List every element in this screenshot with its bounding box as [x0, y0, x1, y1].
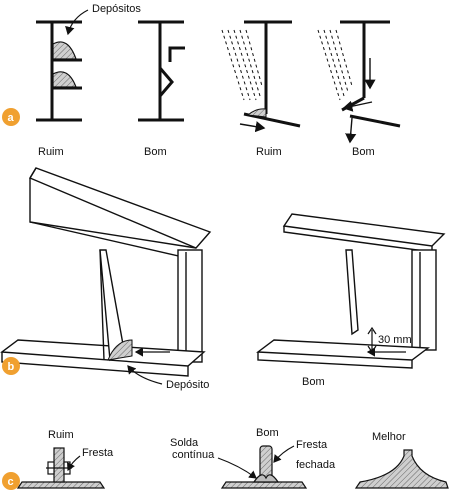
- deposit-shape-upper: [52, 41, 77, 60]
- dimension-label: 30 mm: [378, 334, 412, 346]
- note-c-gap-1: Fresta: [296, 439, 328, 451]
- beam-b-left: [0, 167, 212, 377]
- panel-label-a3: Ruim: [256, 146, 282, 158]
- deposit-label-b: Depósito: [166, 379, 209, 391]
- deposits-label: Depósitos: [92, 3, 141, 15]
- flow-arrow-a4-drop: [345, 117, 357, 144]
- note-c-left: Fresta: [82, 447, 114, 459]
- dimension-marker: [367, 326, 377, 354]
- panel-label-a1: Ruim: [38, 146, 64, 158]
- panel-a2-beam: [138, 20, 185, 122]
- panel-label-b-right: Bom: [302, 376, 325, 388]
- beam-b-right: [256, 213, 446, 369]
- badge-b: b: [2, 357, 20, 375]
- deposit-shape-a3: [246, 108, 267, 118]
- deposits-arrow: [65, 9, 89, 36]
- badge-a: a: [2, 108, 20, 126]
- svg-text:b: b: [8, 361, 15, 373]
- deposit-shape-lower: [52, 71, 77, 88]
- section-b: Depósito 30 mm Bom b: [0, 167, 446, 391]
- note-c-weld-2: contínua: [172, 449, 215, 461]
- deposit-shape-b: [107, 339, 133, 361]
- svg-text:c: c: [8, 476, 14, 488]
- badge-c: c: [2, 472, 20, 490]
- flow-arrow-a3: [239, 121, 266, 133]
- svg-text:a: a: [8, 112, 15, 124]
- rain-streaks-a3: [221, 29, 263, 101]
- title-c-mid: Bom: [256, 427, 279, 439]
- panel-a3-beam: [243, 20, 301, 128]
- profile-c-mid: [220, 445, 308, 489]
- rain-streaks-a4: [317, 29, 353, 101]
- profile-c-right: [354, 449, 449, 489]
- title-c-right: Melhor: [372, 431, 406, 443]
- deposit-arrow-b: [127, 365, 163, 385]
- title-c-left: Ruim: [48, 429, 74, 441]
- note-c-gap-2: fechada: [296, 459, 336, 471]
- panel-a1-beam: [36, 20, 82, 122]
- section-a: Depósitos: [2, 3, 401, 158]
- panel-label-a2: Bom: [144, 146, 167, 158]
- gap-arrow-c-left: [67, 455, 81, 471]
- section-c: Ruim Fresta Bom Solda contínua Fresta fe…: [2, 427, 449, 490]
- note-c-weld-1: Solda: [170, 437, 199, 449]
- profile-c-left: [16, 447, 106, 489]
- weld-arrow-c-mid: [217, 457, 257, 479]
- panel-label-a4: Bom: [352, 146, 375, 158]
- gap-arrow-c-mid: [273, 445, 295, 463]
- flow-arrow-a4-diag: [342, 100, 373, 112]
